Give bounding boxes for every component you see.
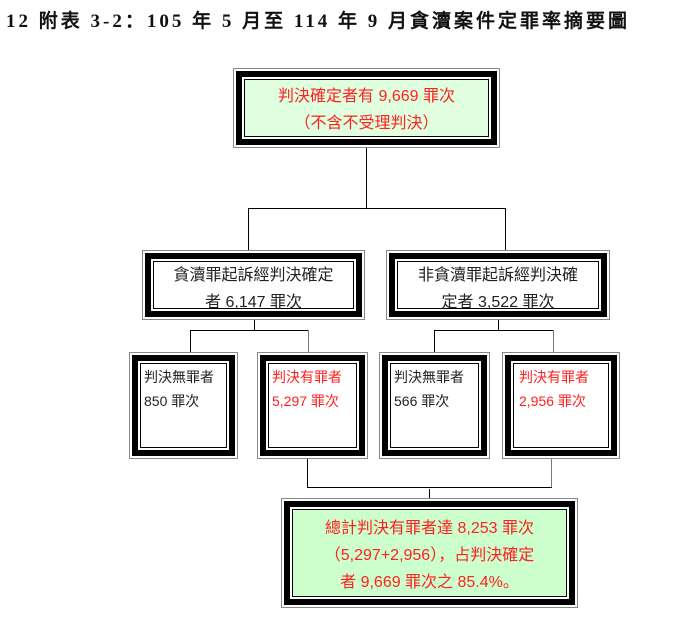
summary-box: 總計判決有罪者達 8,253 罪次 （5,297+2,956），占判決確定 者 … xyxy=(281,498,578,608)
connector xyxy=(254,320,255,330)
non-corruption-charge-count: 定者 3,522 罪次 xyxy=(441,294,555,311)
leaf-convicted-non-corruption: 判決有罪者 2,956 罪次 xyxy=(502,352,620,459)
summary-line: 者 9,669 罪次之 85.4%。 xyxy=(340,574,519,591)
leaf-value: 5,297 罪次 xyxy=(272,393,339,409)
corruption-charge-count: 者 6,147 罪次 xyxy=(205,294,302,311)
summary-line: 總計判決有罪者達 8,253 罪次 xyxy=(325,520,534,537)
connector xyxy=(434,330,435,352)
connector xyxy=(190,330,308,331)
connector xyxy=(307,459,308,487)
leaf-value: 850 罪次 xyxy=(144,393,200,409)
leaf-value: 566 罪次 xyxy=(394,393,450,409)
corruption-charge-box: 貪瀆罪起訴經判決確定 者 6,147 罪次 xyxy=(142,250,365,320)
connector xyxy=(248,208,506,209)
leaf-label: 判決有罪者 xyxy=(519,369,589,385)
connector xyxy=(248,208,249,251)
total-judged-text: 判決確定者有 9,669 罪次 xyxy=(278,88,455,105)
leaf-convicted-corruption: 判決有罪者 5,297 罪次 xyxy=(257,352,368,459)
total-judged-note: （不含不受理判決） xyxy=(294,115,439,132)
connector xyxy=(498,320,499,330)
connector xyxy=(434,330,553,331)
connector xyxy=(366,148,367,208)
total-judged-box: 判決確定者有 9,669 罪次 （不含不受理判決） xyxy=(233,68,500,148)
summary-line: （5,297+2,956），占判決確定 xyxy=(324,547,535,564)
non-corruption-charge-box: 非貪瀆罪起訴經判決確 定者 3,522 罪次 xyxy=(386,250,610,320)
connector xyxy=(505,208,506,251)
corruption-charge-text: 貪瀆罪起訴經判決確定 xyxy=(173,267,334,284)
connector xyxy=(553,330,554,352)
connector xyxy=(190,330,191,352)
connector xyxy=(551,459,552,487)
leaf-acquitted-corruption: 判決無罪者 850 罪次 xyxy=(129,352,238,459)
connector xyxy=(307,487,552,488)
connector xyxy=(308,330,309,352)
leaf-acquitted-non-corruption: 判決無罪者 566 罪次 xyxy=(379,352,490,459)
connector xyxy=(429,489,430,498)
leaf-label: 判決無罪者 xyxy=(144,369,214,385)
chart-title: 12 附表 3-2：105 年 5 月至 114 年 9 月貪瀆案件定罪率摘要圖 xyxy=(6,11,631,32)
leaf-value: 2,956 罪次 xyxy=(519,393,586,409)
non-corruption-charge-text: 非貪瀆罪起訴經判決確 xyxy=(417,267,578,284)
leaf-label: 判決有罪者 xyxy=(272,369,342,385)
leaf-label: 判決無罪者 xyxy=(394,369,464,385)
